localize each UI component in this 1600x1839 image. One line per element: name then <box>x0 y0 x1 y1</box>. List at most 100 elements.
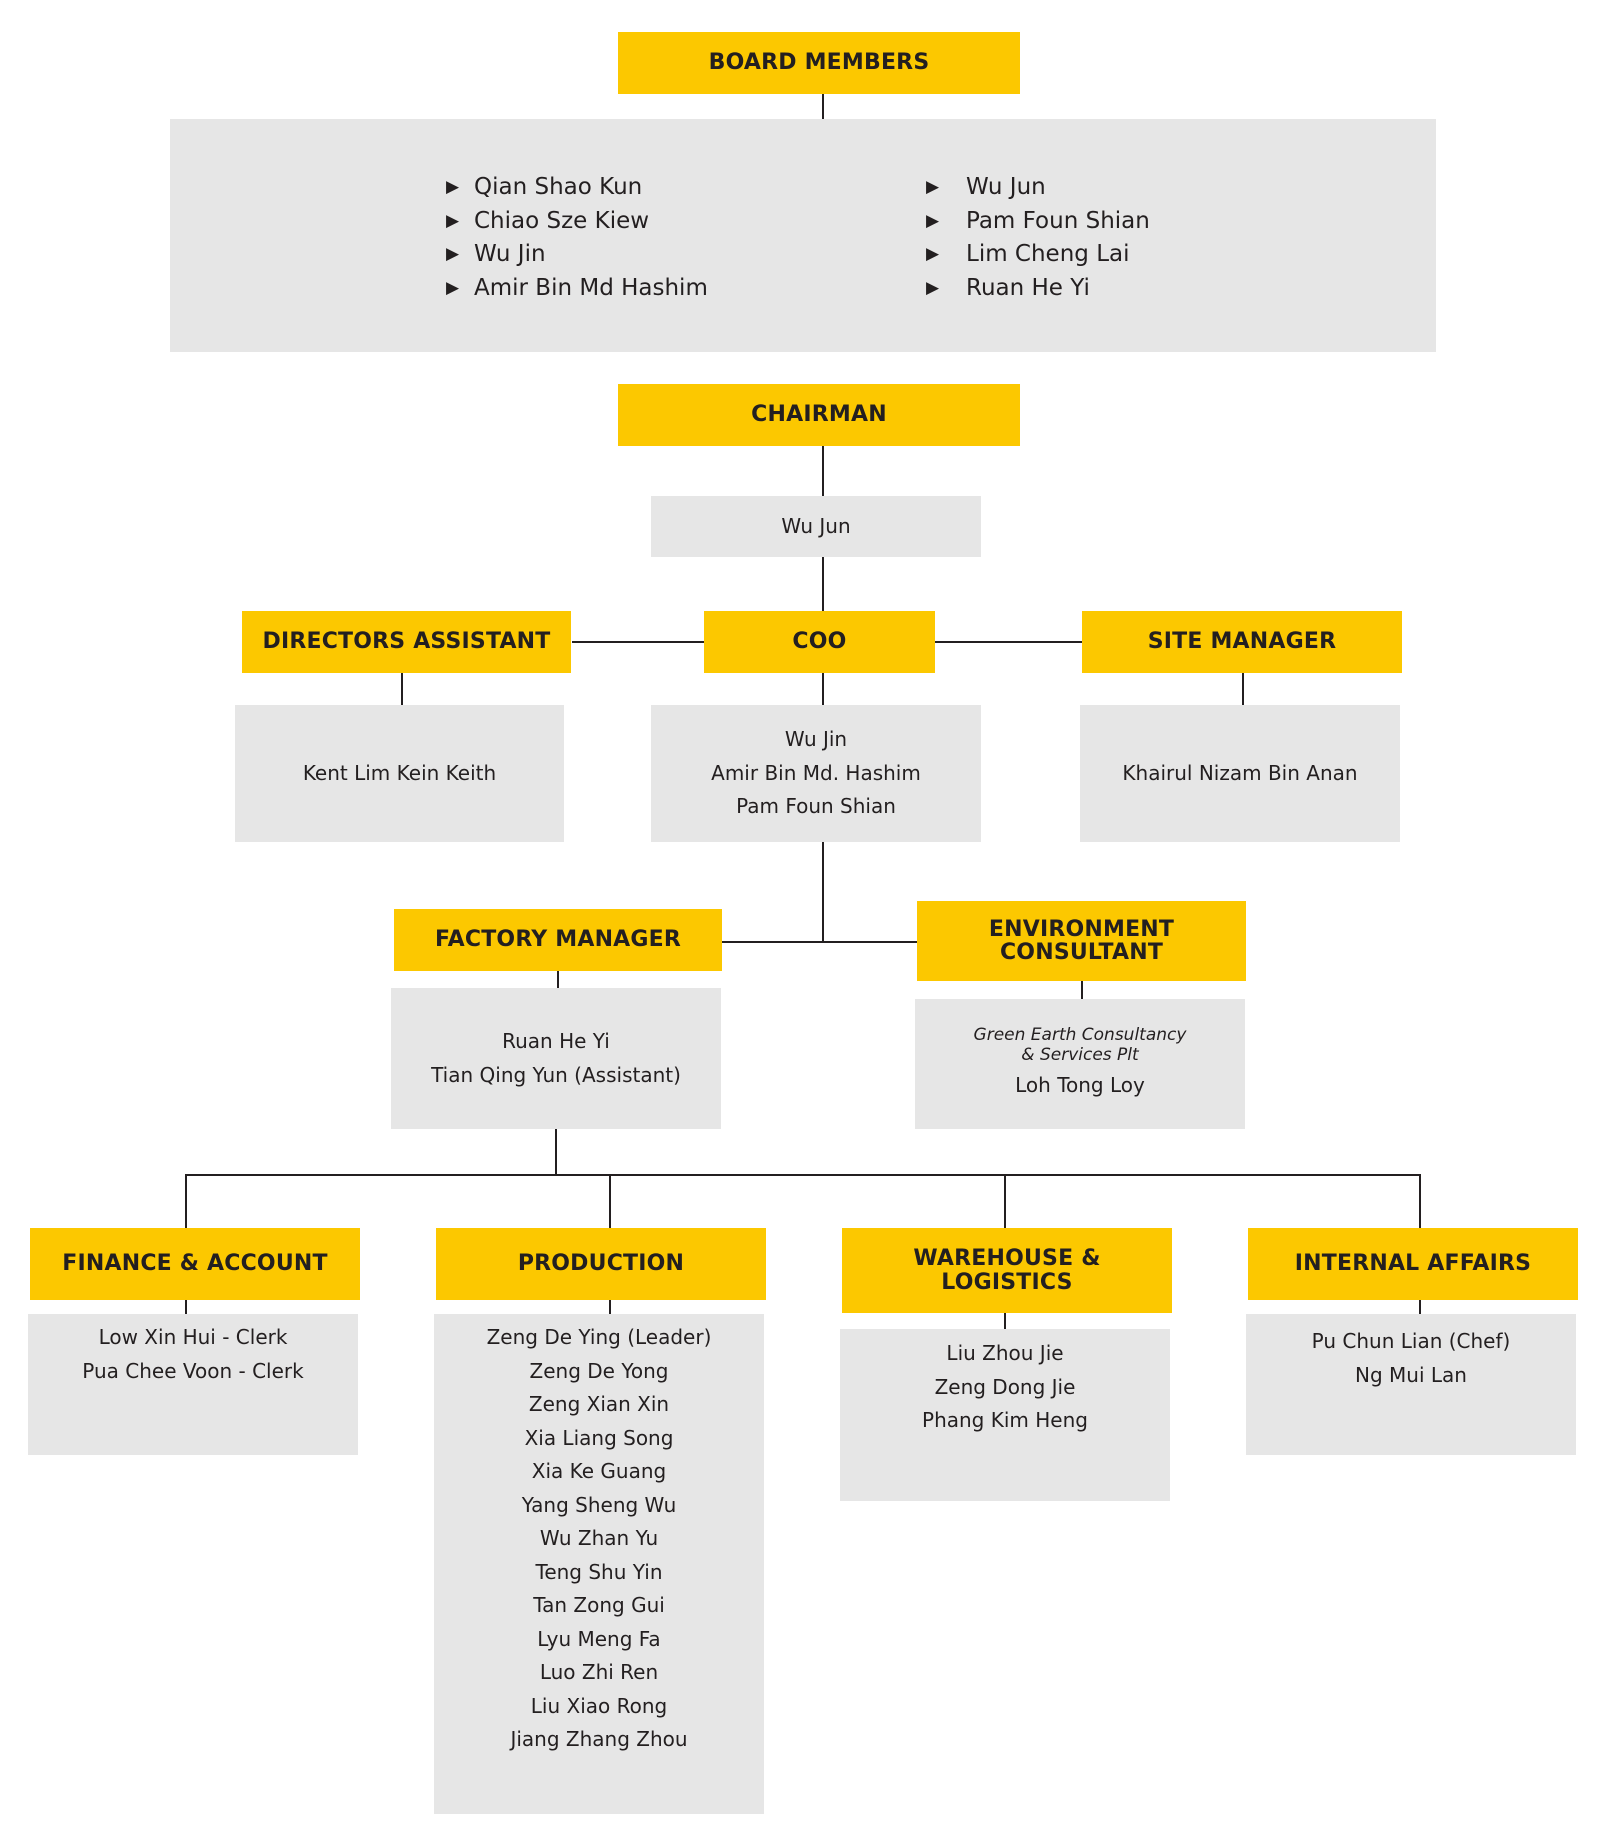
connector-departments <box>185 1174 1421 1176</box>
connector-chairman-top <box>822 446 824 496</box>
triangle-bullet-icon: ▶ <box>446 277 460 298</box>
environment-consultant-box: Green Earth Consultancy & Services Plt L… <box>915 999 1245 1129</box>
production-member: Zeng De Yong <box>529 1358 669 1383</box>
triangle-bullet-icon: ▶ <box>446 177 460 197</box>
production-header: PRODUCTION <box>436 1228 766 1300</box>
site-manager-name: Khairul Nizam Bin Anan <box>1122 760 1358 785</box>
directors-assistant-box: Kent Lim Kein Keith <box>235 705 564 842</box>
internal-affairs-title: INTERNAL AFFAIRS <box>1294 1251 1532 1277</box>
environment-consultant-title-line1: ENVIRONMENT <box>988 916 1175 942</box>
chairman-box: Wu Jun <box>651 496 981 557</box>
production-member: Zeng Xian Xin <box>528 1392 670 1416</box>
finance-account-title: FINANCE & ACCOUNT <box>62 1251 328 1277</box>
site-manager-header: SITE MANAGER <box>1082 611 1402 673</box>
environment-consultant-name: Loh Tong Loy <box>1015 1073 1145 1098</box>
triangle-bullet-icon: ▶ <box>926 177 940 197</box>
coo-member: Pam Foun Shian <box>736 794 896 819</box>
connector-warehouse-box <box>1004 1313 1006 1329</box>
triangle-bullet-icon: ▶ <box>446 244 460 264</box>
finance-member: Pua Chee Voon - Clerk <box>82 1358 304 1383</box>
internal-affairs-box: Pu Chun Lian (Chef) Ng Mui Lan <box>1246 1314 1576 1455</box>
production-member: Jiang Zhang Zhou <box>510 1727 688 1751</box>
finance-account-box: Low Xin Hui - Clerk Pua Chee Voon - Cler… <box>28 1314 358 1455</box>
factory-manager-header: FACTORY MANAGER <box>394 909 722 971</box>
factory-manager-member: Ruan He Yi <box>502 1029 610 1053</box>
warehouse-logistics-title-line2: LOGISTICS <box>941 1269 1073 1295</box>
production-member: Liu Xiao Rong <box>530 1693 668 1718</box>
connector-production-box <box>609 1300 611 1314</box>
coo-member: Wu Jin <box>784 727 848 752</box>
production-member: Lyu Meng Fa <box>537 1626 661 1651</box>
board-member: ▶Chiao Sze Kiew <box>446 205 708 239</box>
connector-production <box>609 1174 611 1228</box>
board-members-box: ▶Qian Shao Kun ▶Chiao Sze Kiew ▶Wu Jin ▶… <box>170 119 1436 352</box>
environment-consultant-title-line2: CONSULTANT <box>999 940 1164 965</box>
triangle-bullet-icon: ▶ <box>926 277 940 298</box>
board-member: ▶Amir Bin Md Hashim <box>446 272 708 306</box>
board-member: ▶Qian Shao Kun <box>446 171 708 205</box>
finance-member: Low Xin Hui - Clerk <box>98 1325 288 1349</box>
internal-affairs-member: Pu Chun Lian (Chef) <box>1311 1329 1511 1353</box>
connector-factory-env <box>722 941 918 943</box>
triangle-bullet-icon: ▶ <box>926 244 940 264</box>
production-member: Zeng De Ying (Leader) <box>486 1325 712 1349</box>
warehouse-logistics-title-line1: WAREHOUSE & <box>913 1246 1101 1272</box>
chairman-header: CHAIRMAN <box>618 384 1020 446</box>
production-member: Xia Liang Song <box>524 1425 674 1450</box>
factory-manager-member: Tian Qing Yun (Assistant) <box>431 1062 681 1087</box>
factory-manager-title: FACTORY MANAGER <box>434 927 682 953</box>
consultancy-company-line1: Green Earth Consultancy <box>973 1025 1187 1046</box>
board-members-column-right: ▶Wu Jun ▶Pam Foun Shian ▶Lim Cheng Lai ▶… <box>926 171 1150 305</box>
directors-assistant-name: Kent Lim Kein Keith <box>302 760 497 785</box>
directors-assistant-header: DIRECTORS ASSISTANT <box>242 611 571 673</box>
internal-affairs-member: Ng Mui Lan <box>1355 1362 1467 1387</box>
production-member: Yang Sheng Wu <box>521 1492 677 1517</box>
connector-environment <box>1081 981 1083 999</box>
coo-member: Amir Bin Md. Hashim <box>711 760 921 785</box>
connector-finance <box>185 1174 187 1228</box>
site-manager-box: Khairul Nizam Bin Anan <box>1080 705 1400 842</box>
coo-box: Wu Jin Amir Bin Md. Hashim Pam Foun Shia… <box>651 705 981 842</box>
directors-assistant-title: DIRECTORS ASSISTANT <box>262 629 551 655</box>
board-member: ▶Pam Foun Shian <box>926 205 1150 239</box>
connector-coo-box <box>822 673 824 705</box>
connector-internal-box <box>1419 1300 1421 1314</box>
board-members-header: BOARD MEMBERS <box>618 32 1020 94</box>
environment-consultant-header: ENVIRONMENT CONSULTANT <box>917 901 1246 981</box>
triangle-bullet-icon: ▶ <box>446 210 460 231</box>
connector-warehouse <box>1004 1174 1006 1228</box>
connector-finance-box <box>185 1300 187 1314</box>
production-member: Wu Zhan Yu <box>539 1526 659 1550</box>
production-member: Luo Zhi Ren <box>539 1660 659 1684</box>
connector-factory-down <box>555 1129 557 1176</box>
factory-manager-box: Ruan He Yi Tian Qing Yun (Assistant) <box>391 988 721 1129</box>
connector-internal-affairs <box>1419 1174 1421 1228</box>
warehouse-member: Phang Kim Heng <box>922 1408 1088 1432</box>
site-manager-title: SITE MANAGER <box>1147 629 1337 655</box>
board-member: ▶Lim Cheng Lai <box>926 238 1150 272</box>
production-member: Teng Shu Yin <box>535 1559 663 1584</box>
chairman-title: CHAIRMAN <box>751 402 887 428</box>
connector-coo-down <box>822 842 824 942</box>
connector-board <box>822 94 824 120</box>
warehouse-member: Zeng Dong Jie <box>934 1374 1076 1399</box>
warehouse-logistics-header: WAREHOUSE & LOGISTICS <box>842 1228 1172 1313</box>
board-member: ▶Wu Jun <box>926 171 1150 205</box>
connector-directors-assistant <box>401 673 403 705</box>
coo-title: COO <box>792 629 847 655</box>
production-member: Xia Ke Guang <box>531 1459 667 1483</box>
consultancy-company-line2: & Services Plt <box>1021 1045 1139 1066</box>
board-members-title: BOARD MEMBERS <box>708 50 930 76</box>
connector-site-manager <box>1242 673 1244 705</box>
coo-header: COO <box>704 611 935 673</box>
chairman-name: Wu Jun <box>781 513 851 538</box>
production-member: Tan Zong Gui <box>533 1593 665 1617</box>
finance-account-header: FINANCE & ACCOUNT <box>30 1228 360 1300</box>
board-member: ▶Wu Jin <box>446 238 708 272</box>
warehouse-logistics-box: Liu Zhou Jie Zeng Dong Jie Phang Kim Hen… <box>840 1329 1170 1501</box>
internal-affairs-header: INTERNAL AFFAIRS <box>1248 1228 1578 1300</box>
production-title: PRODUCTION <box>517 1251 685 1277</box>
triangle-bullet-icon: ▶ <box>926 210 940 231</box>
production-box: Zeng De Ying (Leader) Zeng De Yong Zeng … <box>434 1314 764 1814</box>
connector-chairman-coo <box>822 557 824 612</box>
